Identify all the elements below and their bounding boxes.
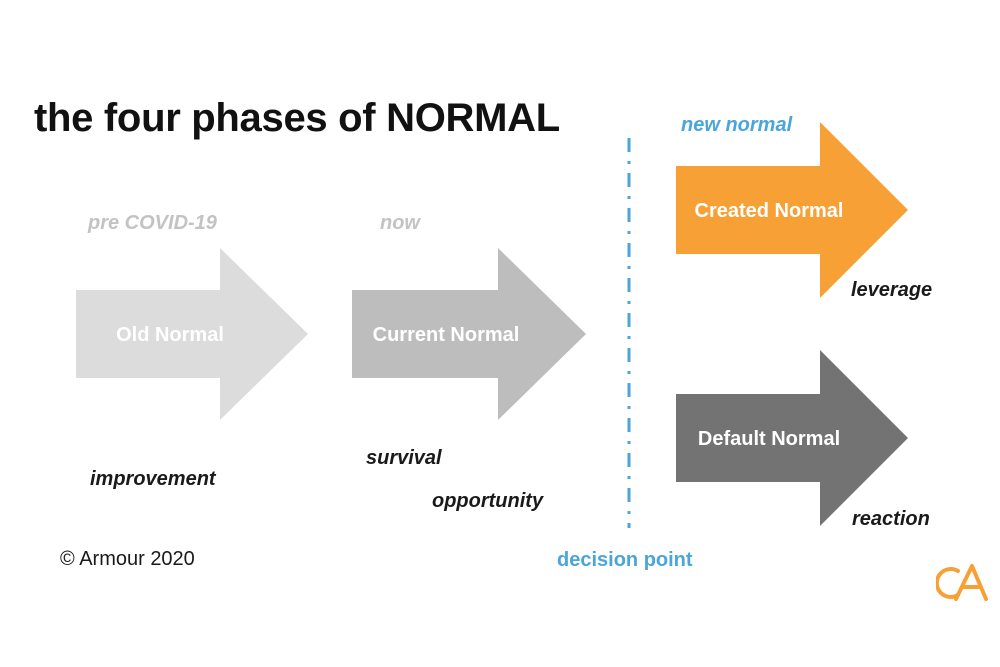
current-normal-arrow: Current Normal <box>352 248 586 420</box>
default-normal-outcome: reaction <box>852 508 930 530</box>
old-normal-arrow-label: Old Normal <box>116 324 224 346</box>
old-normal-arrow: Old Normal <box>76 248 308 420</box>
current-normal-outcome-opportunity: opportunity <box>432 490 544 512</box>
created-normal-arrow: Created Normal <box>676 122 908 298</box>
created-normal-outcome: leverage <box>851 279 933 301</box>
default-normal-arrow-label: Default Normal <box>698 428 840 450</box>
default-normal-arrow: Default Normal <box>676 350 908 526</box>
current-normal-caption: now <box>380 212 420 234</box>
created-normal-arrow-shape <box>676 122 908 298</box>
current-normal-arrow-shape <box>352 248 586 420</box>
decision-divider <box>627 138 631 528</box>
old-normal-arrow-shape <box>76 248 308 420</box>
current-normal-arrow-label: Current Normal <box>373 324 520 346</box>
created-normal-arrow-label: Created Normal <box>695 200 844 222</box>
old-normal-outcome: improvement <box>90 468 216 490</box>
created-normal-caption: new normal <box>681 114 793 136</box>
old-normal-caption: pre COVID-19 <box>88 212 217 234</box>
ca-logo-icon <box>936 564 988 601</box>
decision-point-label: decision point <box>557 549 693 571</box>
page-title: the four phases of NORMAL <box>34 96 560 140</box>
current-normal-outcome-survival: survival <box>366 447 442 469</box>
copyright-text: © Armour 2020 <box>60 548 195 570</box>
default-normal-arrow-shape <box>676 350 908 526</box>
